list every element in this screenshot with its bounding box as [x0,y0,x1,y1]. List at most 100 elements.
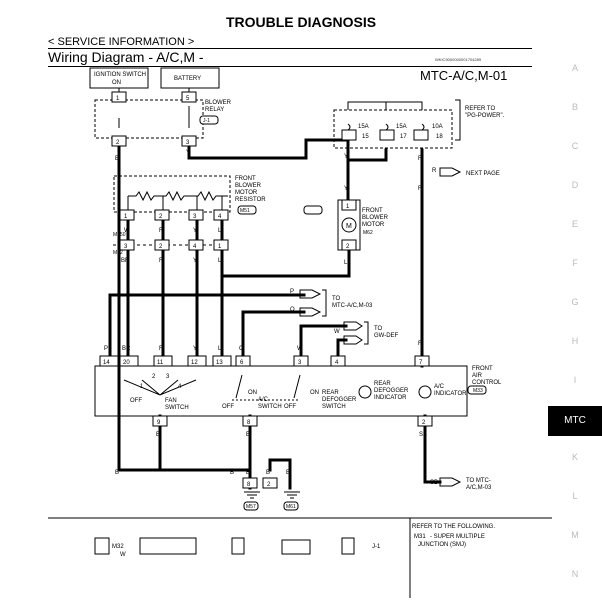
pin-mid-2: 2 [159,244,163,250]
page-title: TROUBLE DIAGNOSIS [225,14,377,30]
rd-on-label: ON [310,390,319,396]
tab-c[interactable]: C [571,141,579,151]
wire-label-br: BR [121,258,130,264]
smj-conn: M31 [414,534,426,540]
tab-b[interactable]: B [571,102,578,112]
divider [48,48,532,49]
rd-off-label: OFF [284,404,296,410]
fuse-3-rating: 10A [432,124,443,130]
wire-label-b: B [115,156,119,162]
battery-label: BATTERY [174,76,201,82]
fuse-1-num: 15 [362,134,369,140]
blower-relay-conn: J-1 [203,118,210,124]
arrow-mtc03-b [439,477,462,487]
next-page-label: NEXT PAGE [466,171,500,177]
pin-fac-12: 12 [191,360,198,366]
ground-symbol-2 [284,491,300,499]
pin-fac-7: 7 [419,360,423,366]
ac-ind-label-2: INDICATOR [434,391,467,397]
wire-w [299,324,348,358]
pin-relay-5: 5 [186,96,190,102]
wire-bottom [158,414,442,490]
wire-label-r5: R [418,341,423,347]
tab-m[interactable]: M [571,530,579,540]
tab-k[interactable]: K [571,452,578,462]
resistor-zigzag [128,190,228,202]
wire-label-b5: B [230,470,234,476]
wire-label-b8: B [286,470,290,476]
fuse-2-rating: 15A [396,124,407,130]
pin-fac-9: 9 [157,420,161,426]
refer-power: REFER TO [465,106,495,112]
pin-mid-4: 4 [193,244,197,250]
refer-following: REFER TO THE FOLLOWING. [412,524,495,530]
wire-label-y4: Y [344,154,348,160]
fan-off-label: OFF [130,398,142,404]
wire-label-b7: B [266,470,270,476]
blower-relay-label-2: RELAY [205,107,224,113]
wire-label-b4: B [115,470,119,476]
pin-gnd-8: 8 [247,482,251,488]
wire-label-y: Y [186,150,190,156]
fan-pos-1: 1 [140,384,144,390]
tab-d[interactable]: D [571,180,579,190]
pin-fac-11: 11 [157,360,164,366]
rd-ind-label-2: DEFOGGER [374,388,409,394]
pin-relay-3: 3 [186,140,190,146]
motor-label: FRONT [362,208,383,214]
rd-switch-label: REAR [322,390,339,396]
tab-n[interactable]: N [571,569,579,579]
fuse-2-num: 17 [400,134,407,140]
legend-m32: M32 [112,544,124,550]
mid-conn-m150: M150 [113,232,126,238]
tab-e[interactable]: E [571,219,578,229]
fuse-box [333,109,453,149]
divider [48,66,532,67]
wire-b-ground [117,140,252,490]
wire-label-o2: O [239,346,244,352]
diagram-id: MTC-A/C,M-01 [420,68,508,83]
to-gwdef-label-2: GW-DEF [374,333,399,339]
ac-switch-label-2: SWITCH [258,404,282,410]
resistor-label-3: MOTOR [235,190,258,196]
arrow-next-page [439,167,462,177]
arrows-mtc03 [299,289,322,317]
tab-mtc[interactable]: MTC [548,406,602,436]
wire-label-y5: Y [344,186,348,192]
motor-symbol [341,217,357,233]
ac-on-label: ON [248,390,257,396]
ac-switch-label: A/C [258,397,269,403]
wire-resistor-feeds [126,210,224,358]
wire-label-p2: P [104,346,108,352]
refer-power-2: "PG-POWER". [465,113,505,119]
tab-f[interactable]: F [572,258,578,268]
wire-label-r6: R [159,346,164,352]
ac-indicator [418,385,432,399]
ac-off-label: OFF [222,404,234,410]
fan-switch-label-2: SWITCH [165,405,189,411]
service-info-breadcrumb[interactable]: < SERVICE INFORMATION > [48,36,195,48]
tab-h[interactable]: H [571,336,579,346]
to-mtc03-label: TO [332,296,341,302]
pin-fac-2: 2 [422,420,426,426]
wire-fuse-feeds [346,148,424,368]
tab-g[interactable]: G [571,297,579,307]
pin-fac-14: 14 [103,360,110,366]
pin-mid-3: 3 [124,244,128,250]
wire-o [241,310,306,358]
tab-a[interactable]: A [571,63,578,73]
to-mtc03-label-2: MTC-A/C,M-03 [332,303,373,309]
tab-i[interactable]: I [573,375,577,385]
pin-res-1: 1 [124,214,128,220]
wire-label-r2: R [159,258,164,264]
ac-switch-contacts [235,374,301,399]
pin-fac-8: 8 [247,420,251,426]
pin-res-4: 4 [218,214,222,220]
fan-pos-2: 2 [152,374,156,380]
ground2-conn: M61 [286,504,296,510]
motor-label-2: BLOWER [362,215,389,221]
rd-ind-label: REAR [374,381,391,387]
fac-label-2: AIR [472,373,483,379]
tab-l[interactable]: L [572,491,578,501]
